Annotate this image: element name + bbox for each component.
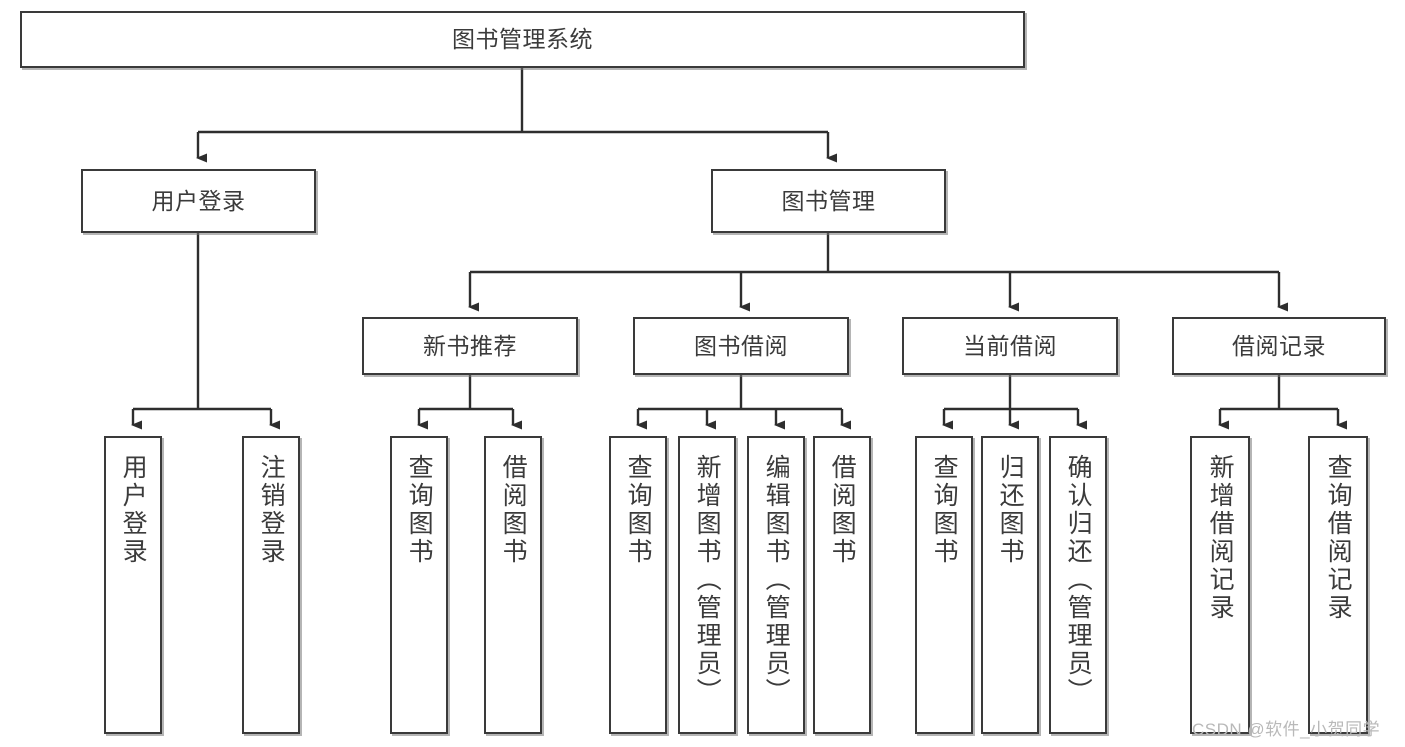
node-user-login[interactable]: 用户登录 (81, 169, 316, 233)
leaf-borrow-book-recommend-label: 借阅图书 (499, 454, 528, 566)
leaf-edit-book-admin-label: 编辑图书（管理员） (762, 454, 791, 706)
node-borrow-record-label: 借阅记录 (1232, 332, 1326, 359)
leaf-confirm-return-admin[interactable]: 确认归还（管理员） (1049, 436, 1107, 734)
leaf-logout[interactable]: 注销登录 (242, 436, 300, 734)
node-current-borrow-label: 当前借阅 (963, 332, 1057, 359)
node-book-borrow[interactable]: 图书借阅 (633, 317, 849, 375)
csdn-watermark: CSDN @软件_小贺同学 (1192, 720, 1381, 739)
leaf-add-borrow-record-label: 新增借阅记录 (1206, 454, 1235, 622)
node-borrow-record[interactable]: 借阅记录 (1172, 317, 1386, 375)
leaf-borrow-book[interactable]: 借阅图书 (813, 436, 871, 734)
node-current-borrow[interactable]: 当前借阅 (902, 317, 1118, 375)
leaf-borrow-book-label: 借阅图书 (828, 454, 857, 566)
node-book-management-label: 图书管理 (781, 187, 876, 214)
leaf-confirm-return-admin-label: 确认归还（管理员） (1064, 454, 1093, 706)
node-book-management[interactable]: 图书管理 (711, 169, 946, 233)
leaf-user-login-label: 用户登录 (119, 454, 148, 566)
node-root-label: 图书管理系统 (452, 26, 593, 53)
leaf-query-book-recommend-label: 查询图书 (405, 454, 434, 566)
leaf-query-book-borrow-label: 查询图书 (624, 454, 653, 566)
leaf-query-book-recommend[interactable]: 查询图书 (390, 436, 448, 734)
node-book-borrow-label: 图书借阅 (694, 332, 788, 359)
leaf-query-borrow-record-label: 查询借阅记录 (1324, 454, 1353, 622)
node-root[interactable]: 图书管理系统 (20, 11, 1025, 68)
leaf-query-book-borrow[interactable]: 查询图书 (609, 436, 667, 734)
leaf-return-book[interactable]: 归还图书 (981, 436, 1039, 734)
leaf-return-book-label: 归还图书 (996, 454, 1025, 566)
leaf-borrow-book-recommend[interactable]: 借阅图书 (484, 436, 542, 734)
leaf-add-borrow-record[interactable]: 新增借阅记录 (1190, 436, 1250, 734)
leaf-query-book-current-label: 查询图书 (930, 454, 959, 566)
leaf-query-book-current[interactable]: 查询图书 (915, 436, 973, 734)
node-user-login-label: 用户登录 (151, 187, 246, 214)
leaf-query-borrow-record[interactable]: 查询借阅记录 (1308, 436, 1368, 734)
node-new-book-recommend-label: 新书推荐 (423, 332, 517, 359)
leaf-edit-book-admin[interactable]: 编辑图书（管理员） (747, 436, 805, 734)
leaf-add-book-admin[interactable]: 新增图书（管理员） (678, 436, 736, 734)
leaf-add-book-admin-label: 新增图书（管理员） (693, 454, 722, 706)
leaf-logout-label: 注销登录 (257, 454, 286, 566)
leaf-user-login[interactable]: 用户登录 (104, 436, 162, 734)
node-new-book-recommend[interactable]: 新书推荐 (362, 317, 578, 375)
